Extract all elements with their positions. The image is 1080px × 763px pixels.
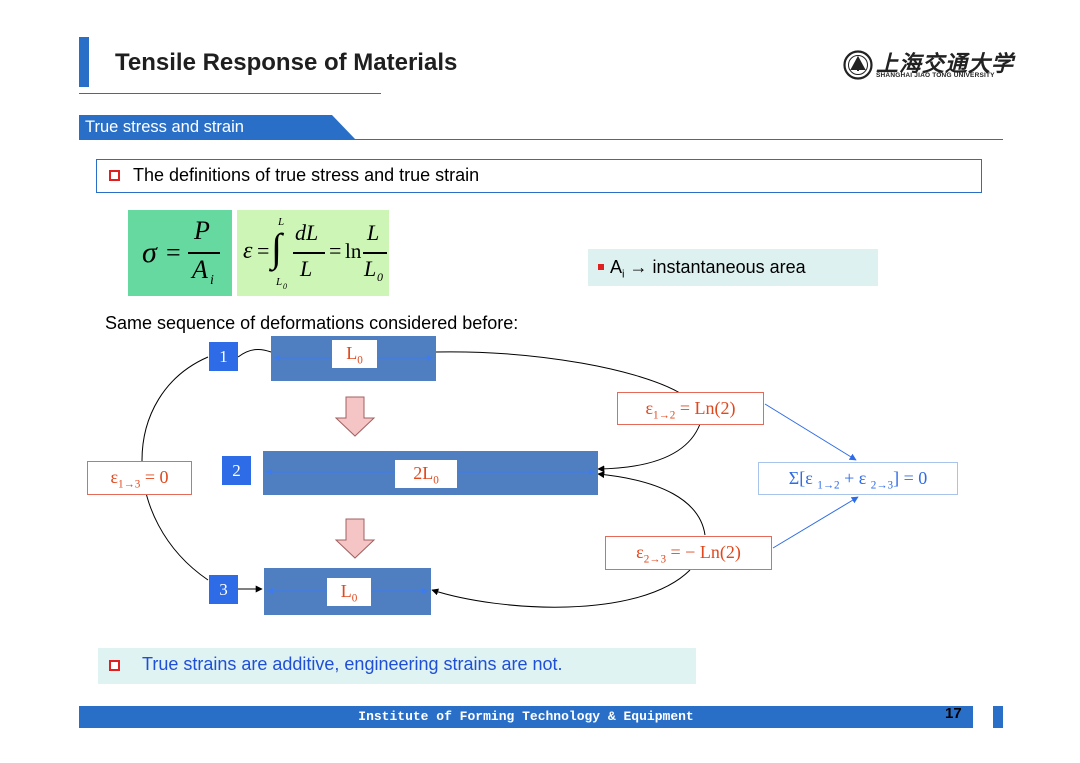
logo-chinese-name: 上海交通大学 <box>876 51 1015 77</box>
section-title: True stress and strain <box>85 118 244 136</box>
true-strain-formula: ε = L ∫ L 0 dL L = ln L L 0 <box>237 210 389 296</box>
section-tab <box>79 115 356 140</box>
section-rule <box>79 139 1003 140</box>
integral-sign: ∫ <box>271 225 282 270</box>
arc-2-to-3b <box>431 569 691 608</box>
sum-subscript-2: 2→3 <box>870 479 894 492</box>
arc-1-to-2b <box>597 423 701 473</box>
sum-part-c: ] = 0 <box>893 468 928 488</box>
integral-upper-limit: L <box>278 216 285 228</box>
force-numerator: P <box>194 216 210 245</box>
eq13-symbol: ε <box>110 467 119 487</box>
strain-1-to-2-box: ε1→2 = Ln(2) <box>617 392 764 425</box>
sum-subscript-1: 1→2 <box>817 479 840 492</box>
eq12-value: = Ln(2) <box>679 398 736 418</box>
true-stress-formula: σ = P A i <box>128 210 232 296</box>
square-bullet-icon <box>598 264 604 270</box>
eq23-symbol: ε <box>636 542 644 562</box>
seal-icon <box>843 50 873 80</box>
bar-3-label: L0 <box>327 578 371 606</box>
note-variable: A <box>610 257 623 277</box>
area-denominator: A <box>192 255 208 284</box>
eq23-subscript: 2→3 <box>643 553 667 566</box>
epsilon-symbol: ε <box>243 238 253 264</box>
down-arrow-2 <box>334 518 376 559</box>
bar-2-length: 2L <box>413 463 434 483</box>
step-3-badge: 3 <box>209 575 238 604</box>
step-1-badge: 1 <box>209 342 238 371</box>
equals-sign: = <box>166 238 181 267</box>
footer-end-bar <box>993 706 1003 728</box>
eq13-subscript: 1→3 <box>118 478 141 491</box>
area-subscript: i <box>210 273 214 288</box>
eq23-value: = − Ln(2) <box>670 542 741 562</box>
fraction-bar <box>293 252 325 254</box>
bar-3-length-subscript: 0 <box>351 592 358 605</box>
strain-2-to-3-box: ε2→3 = − Ln(2) <box>605 536 772 570</box>
definition-text: The definitions of true stress and true … <box>133 165 480 185</box>
note-description: → instantaneous area <box>629 257 806 277</box>
conclusion-text: True strains are additive, engineering s… <box>142 654 563 674</box>
bar-1-length-subscript: 0 <box>357 354 363 367</box>
sequence-text: Same sequence of deformations considered… <box>105 313 519 333</box>
arc-2-to-3a <box>597 471 706 536</box>
sigma-symbol: σ <box>142 236 157 269</box>
title-accent-bar <box>79 37 89 87</box>
arc-top <box>237 348 272 358</box>
blue-arrow-23 <box>772 496 859 549</box>
checkbox-bullet-icon <box>109 660 120 671</box>
definition-box <box>96 159 982 193</box>
equals-sign-2: = <box>329 238 342 263</box>
equals-sign: = <box>257 238 270 263</box>
strain-1-to-3-box: ε1→3 = 0 <box>87 461 192 495</box>
page-number: 17 <box>945 705 962 722</box>
eq13-value: = 0 <box>144 467 169 487</box>
bar-2-label: 2L0 <box>395 460 457 488</box>
conclusion-box <box>98 648 696 684</box>
fraction-bar <box>363 252 387 254</box>
eq12-symbol: ε <box>645 398 654 418</box>
down-arrow-1 <box>334 396 376 437</box>
checkbox-bullet-icon <box>109 170 120 181</box>
integral-lower-limit: L <box>276 276 283 288</box>
step-2-badge: 2 <box>222 456 251 485</box>
footer-bar <box>79 706 973 728</box>
page-title: Tensile Response of Materials <box>115 49 458 76</box>
l0-subscript: 0 <box>377 270 383 284</box>
bar-1-label: L0 <box>332 340 377 368</box>
strain-sum-box: Σ[ε 1→2 + ε 2→3] = 0 <box>758 462 958 495</box>
note-variable-subscript: i <box>622 268 625 281</box>
blue-arrow-12 <box>764 403 857 461</box>
sum-part-b: + ε <box>844 468 867 488</box>
note-box <box>588 249 878 286</box>
fraction-bar <box>188 252 220 254</box>
dl-numerator: dL <box>295 220 319 245</box>
ln-operator: ln <box>345 239 362 263</box>
bar-1-length: L <box>346 343 358 363</box>
bar-3-length: L <box>340 581 352 601</box>
eq12-subscript: 1→2 <box>653 409 676 422</box>
footer-institute: Institute of Forming Technology & Equipm… <box>358 709 694 724</box>
note-text: Ai → instantaneous area <box>610 257 806 281</box>
integral-lower-subscript: 0 <box>283 282 287 291</box>
arc-1-to-2a <box>434 351 681 394</box>
l0-denominator: L <box>364 256 377 281</box>
logo-english-name: SHANGHAI JIAO TONG UNIVERSITY <box>876 72 995 79</box>
sum-part-a: Σ[ε <box>788 468 813 488</box>
bar-2-length-subscript: 0 <box>433 474 439 487</box>
l-denominator: L <box>300 256 313 281</box>
university-logo <box>843 46 1003 86</box>
arc-1-to-3 <box>141 356 209 581</box>
title-underline <box>79 93 381 94</box>
l-numerator: L <box>367 220 380 245</box>
